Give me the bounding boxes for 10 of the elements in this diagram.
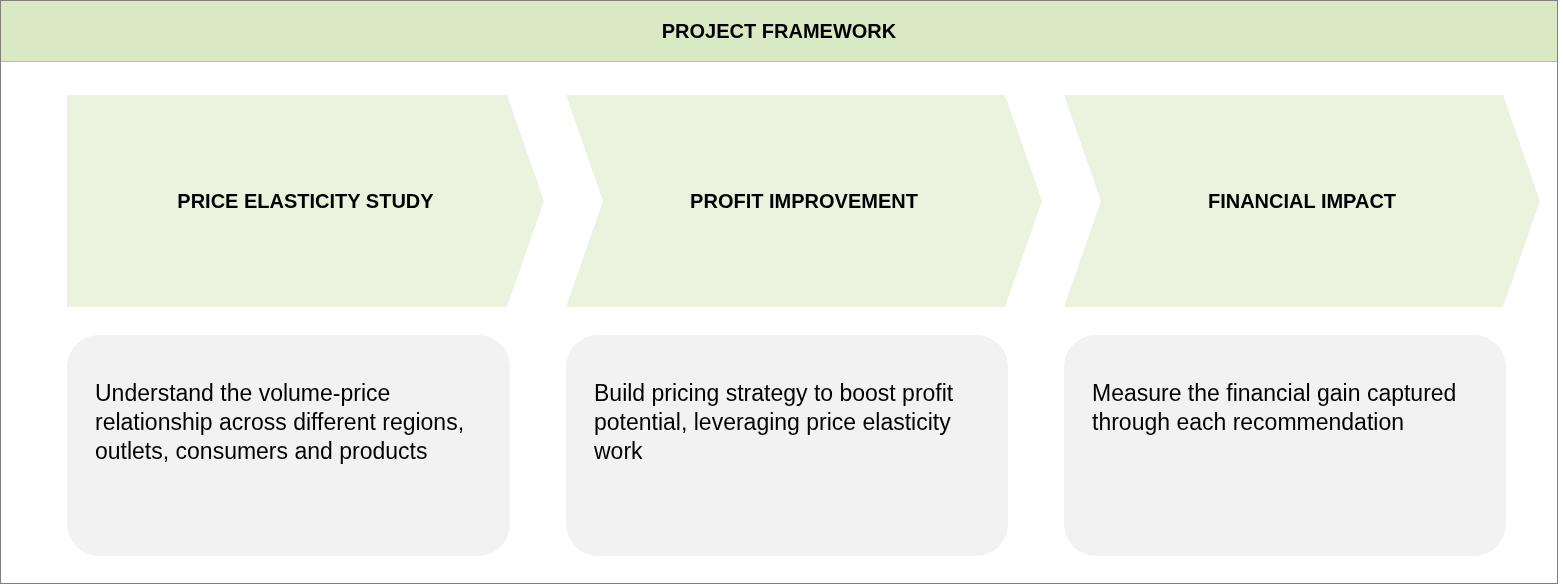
- process-step-shape: [1064, 95, 1540, 307]
- process-step-shape: [566, 95, 1042, 307]
- step-heading: FINANCIAL IMPACT: [1206, 188, 1398, 214]
- description-text: Understand the volume-price relationship across different regions, outlets, consumers and products: [95, 379, 466, 466]
- panel-heading: PROJECT FRAMEWORK: [1, 1, 1557, 62]
- process-step-shape: [67, 95, 544, 307]
- step-heading: PROFIT IMPROVEMENT: [689, 188, 919, 214]
- description-text: Measure the financial gain captured through each recommendation: [1092, 379, 1458, 437]
- step-heading: PRICE ELASTICITY STUDY: [176, 188, 435, 214]
- description-text: Build pricing strategy to boost profit potential, leveraging price elasticity work: [594, 379, 955, 466]
